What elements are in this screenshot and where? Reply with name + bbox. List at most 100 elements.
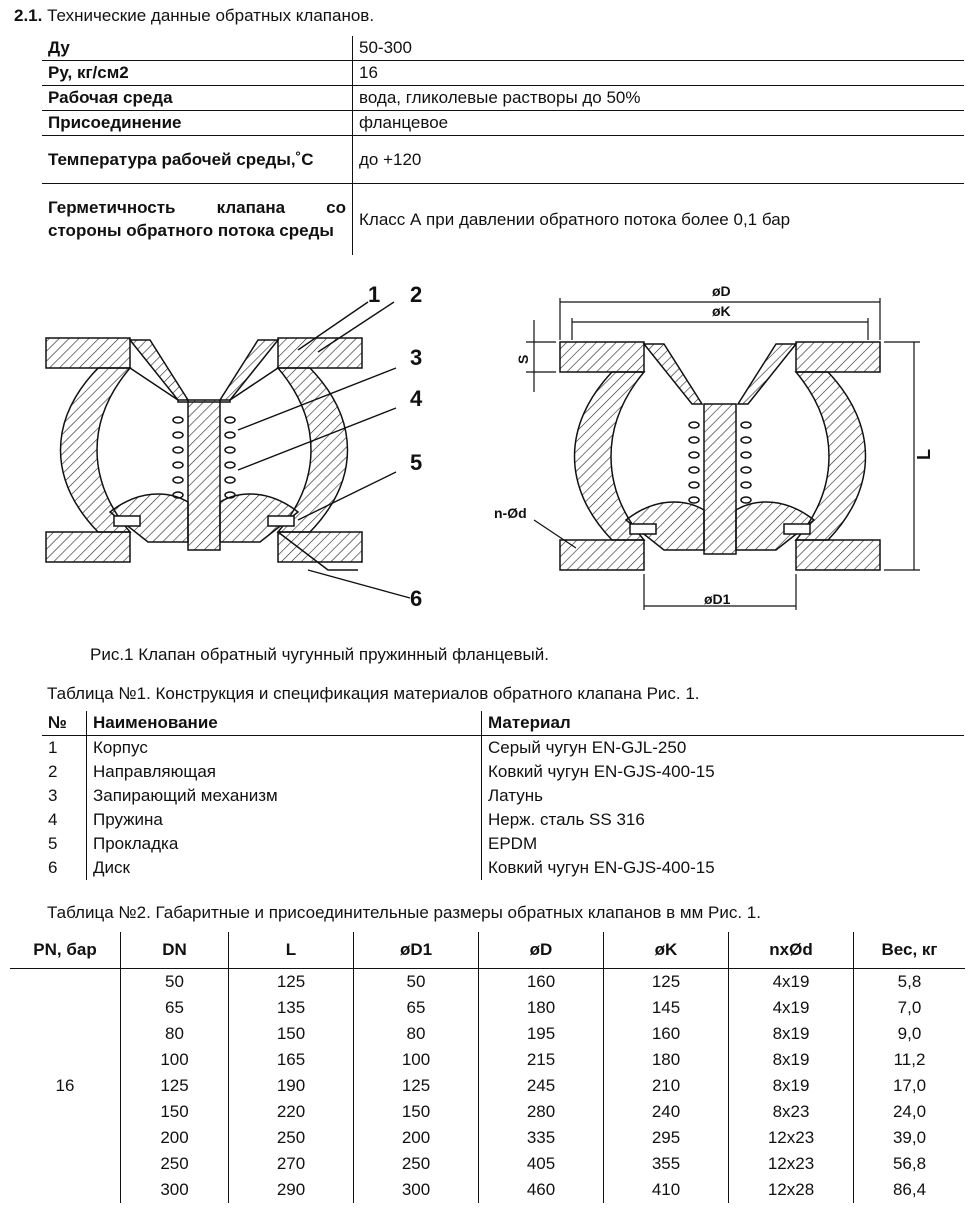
spec-row: Ду 50-300: [42, 36, 964, 61]
cell-number: 6: [42, 856, 87, 880]
cell-d1: 300: [353, 1177, 479, 1203]
section-number: 2.1.: [14, 6, 43, 25]
callout-6: 6: [410, 586, 422, 611]
spec-row: Присоединение фланцевое: [42, 110, 964, 136]
cell-number: 1: [42, 735, 87, 760]
cell-holes: 4x19: [728, 995, 854, 1021]
cell-name: Диск: [86, 856, 482, 880]
valve-section-drawing: 1 2 3 4 5 6: [45, 282, 423, 611]
col-header-l: L: [228, 932, 354, 969]
spec-row: Герметичность клапана со стороны обратно…: [42, 183, 964, 255]
cell-k: 145: [603, 995, 729, 1021]
cell-holes: 8x19: [728, 1047, 854, 1073]
col-header-name: Наименование: [86, 711, 482, 736]
cell-dn: 80: [120, 1021, 229, 1047]
table-row: 1 Корпус Серый чугун EN-GJL-250: [42, 735, 964, 760]
cell-d1: 200: [353, 1125, 479, 1151]
spec-key: Герметичность клапана со стороны обратно…: [42, 183, 353, 255]
cell-material: Латунь: [488, 786, 543, 805]
dim-d1-label: øD1: [704, 591, 731, 607]
spec-key: Присоединение: [42, 110, 353, 136]
cell-name: Прокладка: [86, 832, 482, 856]
spec-key: Ру, кг/см2: [42, 60, 353, 86]
spec-value: 50-300: [352, 36, 964, 61]
cell-d: 195: [478, 1021, 604, 1047]
cell-d1: 125: [353, 1073, 479, 1099]
col-header-pn: PN, бар: [10, 932, 121, 969]
dim-d-label: øD: [712, 283, 731, 299]
cell-d: 160: [478, 968, 604, 995]
callout-5: 5: [410, 450, 422, 475]
col-header-dn: DN: [120, 932, 229, 969]
cell-holes: 12x28: [728, 1177, 854, 1203]
spec-value: фланцевое: [352, 110, 964, 136]
cell-d1: 65: [353, 995, 479, 1021]
col-header-d1: øD1: [353, 932, 479, 969]
cell-material: Ковкий чугун EN-GJS-400-15: [488, 858, 715, 877]
table-row: 5 Прокладка EPDM: [42, 832, 964, 856]
cell-weight: 11,2: [853, 1047, 965, 1073]
spec-row: Рабочая среда вода, гликолевые растворы …: [42, 85, 964, 111]
spec-value: Класс А при давлении обратного потока бо…: [359, 209, 791, 229]
cell-k: 125: [603, 968, 729, 995]
cell-d1: 80: [353, 1021, 479, 1047]
cell-d: 280: [478, 1099, 604, 1125]
cell-weight: 9,0: [853, 1021, 965, 1047]
cell-holes: 4x19: [728, 968, 854, 995]
cell-material: Серый чугун EN-GJL-250: [488, 738, 687, 757]
spec-value: до +120: [352, 135, 964, 184]
callout-1: 1: [368, 282, 380, 307]
cell-dn: 125: [120, 1073, 229, 1099]
cell-number: 5: [42, 832, 87, 856]
cell-k: 160: [603, 1021, 729, 1047]
cell-weight: 39,0: [853, 1125, 965, 1151]
dim-k-label: øK: [712, 303, 731, 319]
cell-dn: 200: [120, 1125, 229, 1151]
cell-pn: 16: [55, 1076, 75, 1095]
cell-l: 165: [228, 1047, 354, 1073]
table-row: 3 Запирающий механизм Латунь: [42, 784, 964, 808]
spec-key: Рабочая среда: [42, 85, 353, 111]
cell-k: 295: [603, 1125, 729, 1151]
cell-weight: 7,0: [853, 995, 965, 1021]
cell-weight: 86,4: [853, 1177, 965, 1203]
cell-weight: 5,8: [853, 968, 965, 995]
spec-value: 16: [352, 60, 964, 86]
dim-l-label: L: [914, 449, 934, 460]
spec-table: Ду 50-300 Ру, кг/см2 16 Рабочая среда во…: [42, 36, 964, 255]
callout-2: 2: [410, 282, 422, 307]
cell-l: 290: [228, 1177, 354, 1203]
cell-number: 2: [42, 760, 87, 784]
col-header-number: №: [42, 711, 87, 736]
cell-holes: 12x23: [728, 1151, 854, 1177]
cell-l: 250: [228, 1125, 354, 1151]
cell-dn: 300: [120, 1177, 229, 1203]
cell-k: 355: [603, 1151, 729, 1177]
cell-k: 180: [603, 1047, 729, 1073]
cell-dn: 150: [120, 1099, 229, 1125]
col-header-d: øD: [478, 932, 604, 969]
table-row: 6 Диск Ковкий чугун EN-GJS-400-15: [42, 856, 964, 880]
table-header-row: № Наименование Материал: [42, 711, 964, 736]
cell-d: 215: [478, 1047, 604, 1073]
cell-name: Корпус: [86, 735, 482, 760]
cell-k: 240: [603, 1099, 729, 1125]
spec-value: вода, гликолевые растворы до 50%: [352, 85, 964, 111]
cell-d1: 250: [353, 1151, 479, 1177]
col-header-weight: Вес, кг: [853, 932, 965, 969]
dim-nd-label: n-Ød: [494, 505, 527, 521]
col-header-k: øK: [603, 932, 729, 969]
cell-d: 405: [478, 1151, 604, 1177]
cell-weight: 24,0: [853, 1099, 965, 1125]
cell-d: 180: [478, 995, 604, 1021]
